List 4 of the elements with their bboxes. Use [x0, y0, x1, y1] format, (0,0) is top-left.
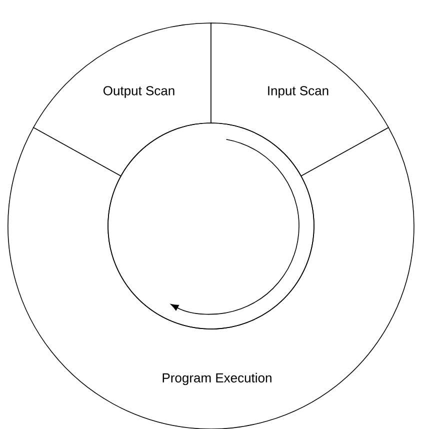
sector: Output Scan — [33, 22, 212, 176]
sector: Input Scan — [210, 22, 389, 176]
inner-circle — [108, 122, 314, 330]
node-label: Program Execution — [162, 372, 272, 386]
